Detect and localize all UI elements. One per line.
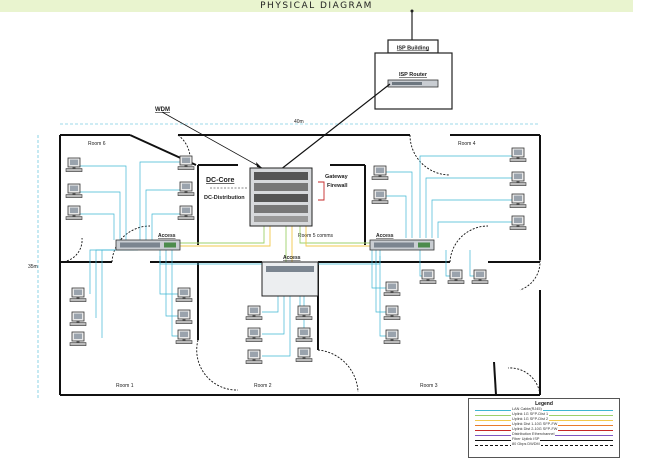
room-1-label: Room 1 [116, 383, 134, 389]
building-walls [59, 134, 541, 396]
desktop-computer-icon [295, 327, 313, 343]
access-switch-left: Access [115, 233, 181, 251]
desktop-computer-icon [69, 287, 87, 303]
room-4-label: Room 4 [458, 141, 476, 147]
desktop-computer-icon [177, 181, 195, 197]
legend-item: Uplink 1G SFP-Dist 1 [469, 412, 619, 417]
isp-router-label: ISP Router [399, 72, 428, 78]
access-center-label: Access [283, 255, 301, 261]
desktop-computer-icon [175, 287, 193, 303]
desktop-computer-icon [371, 165, 389, 181]
server-rack-icon [249, 167, 313, 227]
legend-label: LAN Cable(RJ45) [511, 407, 543, 411]
desktop-computer-icon [383, 329, 401, 345]
firewall-label: Firewall [327, 183, 348, 189]
room-2-label: Room 2 [254, 383, 272, 389]
desktop-computer-icon [383, 305, 401, 321]
desktop-computer-icon [295, 305, 313, 321]
desktop-computer-icon [509, 171, 527, 187]
desktop-computer-icon [177, 155, 195, 171]
desktop-computer-icon [175, 329, 193, 345]
desktop-computer-icon [65, 205, 83, 221]
room-3-label: Room 3 [420, 383, 438, 389]
desktop-computer-icon [65, 157, 83, 173]
isp-building: ISP Building ISP Router [374, 9, 453, 110]
desktop-computer-icon [69, 331, 87, 347]
desktop-computer-icon [245, 349, 263, 365]
access-switch-right: Access [369, 233, 435, 251]
desktop-computer-icon [65, 183, 83, 199]
fiber-uplink-isp [270, 83, 391, 178]
access-left-label: Access [158, 233, 176, 239]
legend-item: Distribution Etherchannel [469, 432, 619, 437]
legend-item: 80 Gbps DWDM [469, 442, 619, 447]
legend-item: Uplink 1G SFP-Dist 2 [469, 417, 619, 422]
desktop-computer-icon [471, 269, 489, 285]
desktop-computer-icon [509, 215, 527, 231]
desktop-computer-icon [245, 305, 263, 321]
wdm-label: WDM [155, 107, 170, 113]
legend-item: Uplink Dist 1-10G SFP-FW [469, 422, 619, 427]
legend-line [475, 409, 613, 411]
desktop-computer-icon [295, 347, 313, 363]
desktop-computer-icon [175, 309, 193, 325]
desktop-computer-icon [69, 311, 87, 327]
desktop-computer-icon [419, 269, 437, 285]
legend-item: LAN Cable(RJ45) [469, 407, 619, 412]
desktop-computer-icon [245, 327, 263, 343]
room-5-comms-label: Room 5 comms [298, 233, 334, 239]
legend-label: Uplink 1G SFP-Dist 1 [511, 412, 550, 416]
legend: Legend LAN Cable(RJ45)Uplink 1G SFP-Dist… [468, 398, 620, 458]
legend-label: Uplink Dist 1-10G SFP-FW [511, 422, 559, 426]
gateway-label: Gateway [325, 174, 349, 180]
legend-label: Fiber Uplink ISP [511, 437, 541, 441]
desktop-computer-icon [509, 193, 527, 209]
desktop-computer-icon [371, 189, 389, 205]
desktop-computer-icon [383, 281, 401, 297]
room-6-label: Room 6 [88, 141, 106, 147]
legend-item: Uplink Dist 2-10G SFP-FW [469, 427, 619, 432]
page-title: PHYSICAL DIAGRAM [0, 0, 633, 12]
desktop-computer-icon [177, 205, 195, 221]
desktop-computer-icon [509, 147, 527, 163]
dimension-height-label: 35m [28, 264, 38, 270]
isp-building-label: ISP Building [397, 46, 429, 52]
legend-label: Uplink Dist 2-10G SFP-FW [511, 427, 559, 431]
legend-title: Legend [535, 401, 553, 407]
desktop-computer-icon [447, 269, 465, 285]
dc-core-label: DC-Core [206, 177, 234, 184]
access-switch-center: Access [261, 255, 319, 297]
legend-label: 80 Gbps DWDM [511, 442, 541, 446]
legend-label: Distribution Etherchannel [511, 432, 556, 436]
access-right-label: Access [376, 233, 394, 239]
legend-label: Uplink 1G SFP-Dist 2 [511, 417, 550, 421]
legend-item: Fiber Uplink ISP [469, 437, 619, 442]
dc-distribution-label: DC-Distribution [204, 195, 245, 201]
legend-line [475, 444, 613, 446]
legend-line [475, 439, 613, 441]
dimension-width-label: 40m [294, 119, 304, 125]
